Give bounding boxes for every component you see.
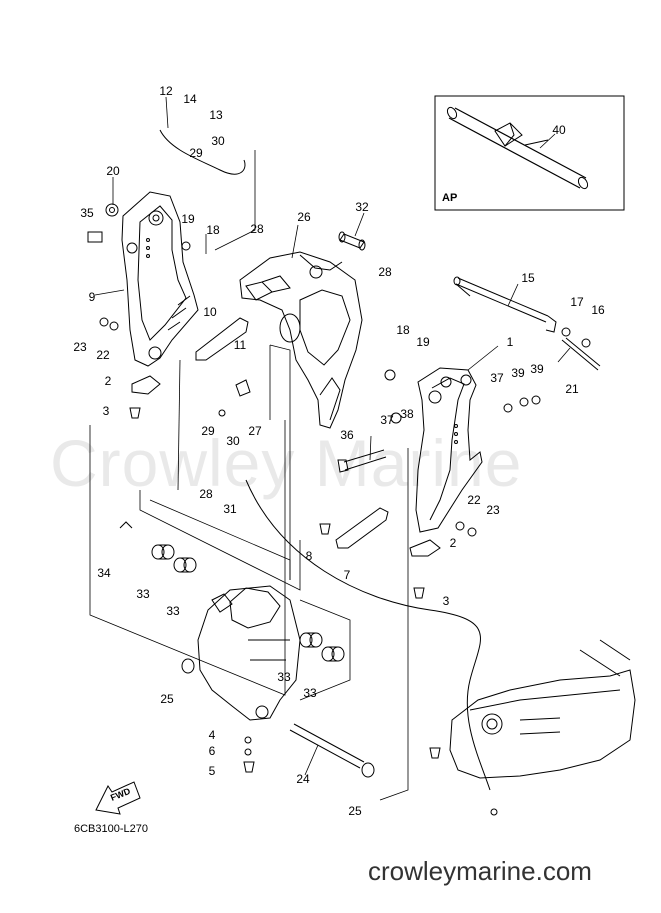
callout-label: 23 bbox=[73, 340, 87, 354]
callout-label: 18 bbox=[396, 323, 410, 337]
callout-label: 37 bbox=[380, 413, 394, 427]
callout-label: 22 bbox=[96, 348, 110, 362]
part-7-plate bbox=[335, 507, 389, 549]
callout-label: 22 bbox=[467, 493, 481, 507]
callout-label: 9 bbox=[88, 290, 96, 304]
leader-lines bbox=[94, 96, 571, 776]
part-2-stopper-left bbox=[131, 375, 161, 395]
callout-label: 18 bbox=[206, 223, 220, 237]
callout-label: 19 bbox=[416, 335, 430, 349]
part-21-rod bbox=[561, 337, 601, 371]
callout-label: 28 bbox=[199, 487, 213, 501]
callout-label: 24 bbox=[296, 772, 310, 786]
part-24-shaft bbox=[289, 723, 365, 769]
callout-label: 15 bbox=[521, 271, 535, 285]
fwd-arrow-icon: FWD bbox=[95, 781, 141, 815]
callout-label: 11 bbox=[233, 338, 247, 352]
part-26-swivel-bracket bbox=[239, 251, 363, 429]
callout-label: 31 bbox=[223, 502, 237, 516]
callout-label: 33 bbox=[136, 587, 150, 601]
part-36-bolt bbox=[337, 449, 387, 473]
callout-label: 6 bbox=[208, 744, 216, 758]
callout-label: 37 bbox=[490, 371, 504, 385]
callout-label: 28 bbox=[378, 265, 392, 279]
callout-label: 27 bbox=[248, 424, 262, 438]
watermark-text: Crowley Marine bbox=[50, 426, 523, 500]
callout-label: 29 bbox=[189, 146, 203, 160]
callout-label: 16 bbox=[591, 303, 605, 317]
callout-label: 10 bbox=[203, 305, 217, 319]
part-25-bushing-left bbox=[181, 658, 195, 674]
callout-label: 8 bbox=[305, 549, 313, 563]
callout-label: 32 bbox=[355, 200, 369, 214]
callout-label: 12 bbox=[159, 84, 173, 98]
callout-label: 34 bbox=[97, 566, 111, 580]
callout-label: 30 bbox=[226, 434, 240, 448]
callout-label: 2 bbox=[104, 374, 112, 388]
callout-label: 26 bbox=[297, 210, 311, 224]
callout-label: 2 bbox=[449, 536, 457, 550]
part-32-pin bbox=[338, 231, 366, 251]
callout-label: 25 bbox=[348, 804, 362, 818]
callout-label: 3 bbox=[102, 404, 110, 418]
steering-column bbox=[197, 585, 301, 721]
callout-label: 30 bbox=[211, 134, 225, 148]
callout-label: 38 bbox=[400, 407, 414, 421]
callout-label: 39 bbox=[511, 366, 525, 380]
callout-label: 5 bbox=[208, 764, 216, 778]
callout-label: 21 bbox=[565, 382, 579, 396]
part-1-right-bracket bbox=[415, 367, 483, 533]
callout-label: 35 bbox=[80, 206, 94, 220]
callout-label: 20 bbox=[106, 164, 120, 178]
lower-engine-housing bbox=[449, 639, 636, 779]
part-40-tube bbox=[446, 106, 589, 190]
callout-label: 40 bbox=[552, 123, 566, 137]
callout-label: 33 bbox=[303, 686, 317, 700]
callout-label: 36 bbox=[340, 428, 354, 442]
callout-label: 23 bbox=[486, 503, 500, 517]
callout-label: 19 bbox=[181, 212, 195, 226]
callout-label: 33 bbox=[166, 604, 180, 618]
drawing-code: 6CB3100-L270 bbox=[74, 823, 149, 835]
callout-label: 29 bbox=[201, 424, 215, 438]
part-33-bushings bbox=[151, 544, 345, 662]
inset-label: AP bbox=[442, 192, 458, 204]
grease-hose-upper bbox=[159, 129, 246, 175]
callout-label: 7 bbox=[343, 568, 351, 582]
callout-label: 28 bbox=[250, 222, 264, 236]
inset-box bbox=[434, 95, 625, 211]
footer-url: crowleymarine.com bbox=[368, 856, 592, 886]
part-2-stopper-right bbox=[409, 539, 441, 557]
part-10-plate bbox=[195, 317, 249, 361]
callout-label: 33 bbox=[277, 670, 291, 684]
callout-label: 39 bbox=[530, 362, 544, 376]
part-25-bushing-right bbox=[361, 762, 375, 778]
callout-label: 3 bbox=[442, 594, 450, 608]
callout-label: 14 bbox=[183, 92, 197, 106]
hardware-items bbox=[87, 203, 591, 816]
part-9-left-bracket bbox=[121, 191, 199, 367]
assembly-frames bbox=[89, 150, 409, 801]
part-15-shaft bbox=[453, 276, 557, 333]
callout-label: 13 bbox=[209, 108, 223, 122]
callout-label: 1 bbox=[506, 335, 514, 349]
callout-label: 17 bbox=[570, 295, 584, 309]
grease-hose bbox=[245, 479, 491, 791]
callout-label: 4 bbox=[208, 728, 216, 742]
callout-label: 25 bbox=[160, 692, 174, 706]
